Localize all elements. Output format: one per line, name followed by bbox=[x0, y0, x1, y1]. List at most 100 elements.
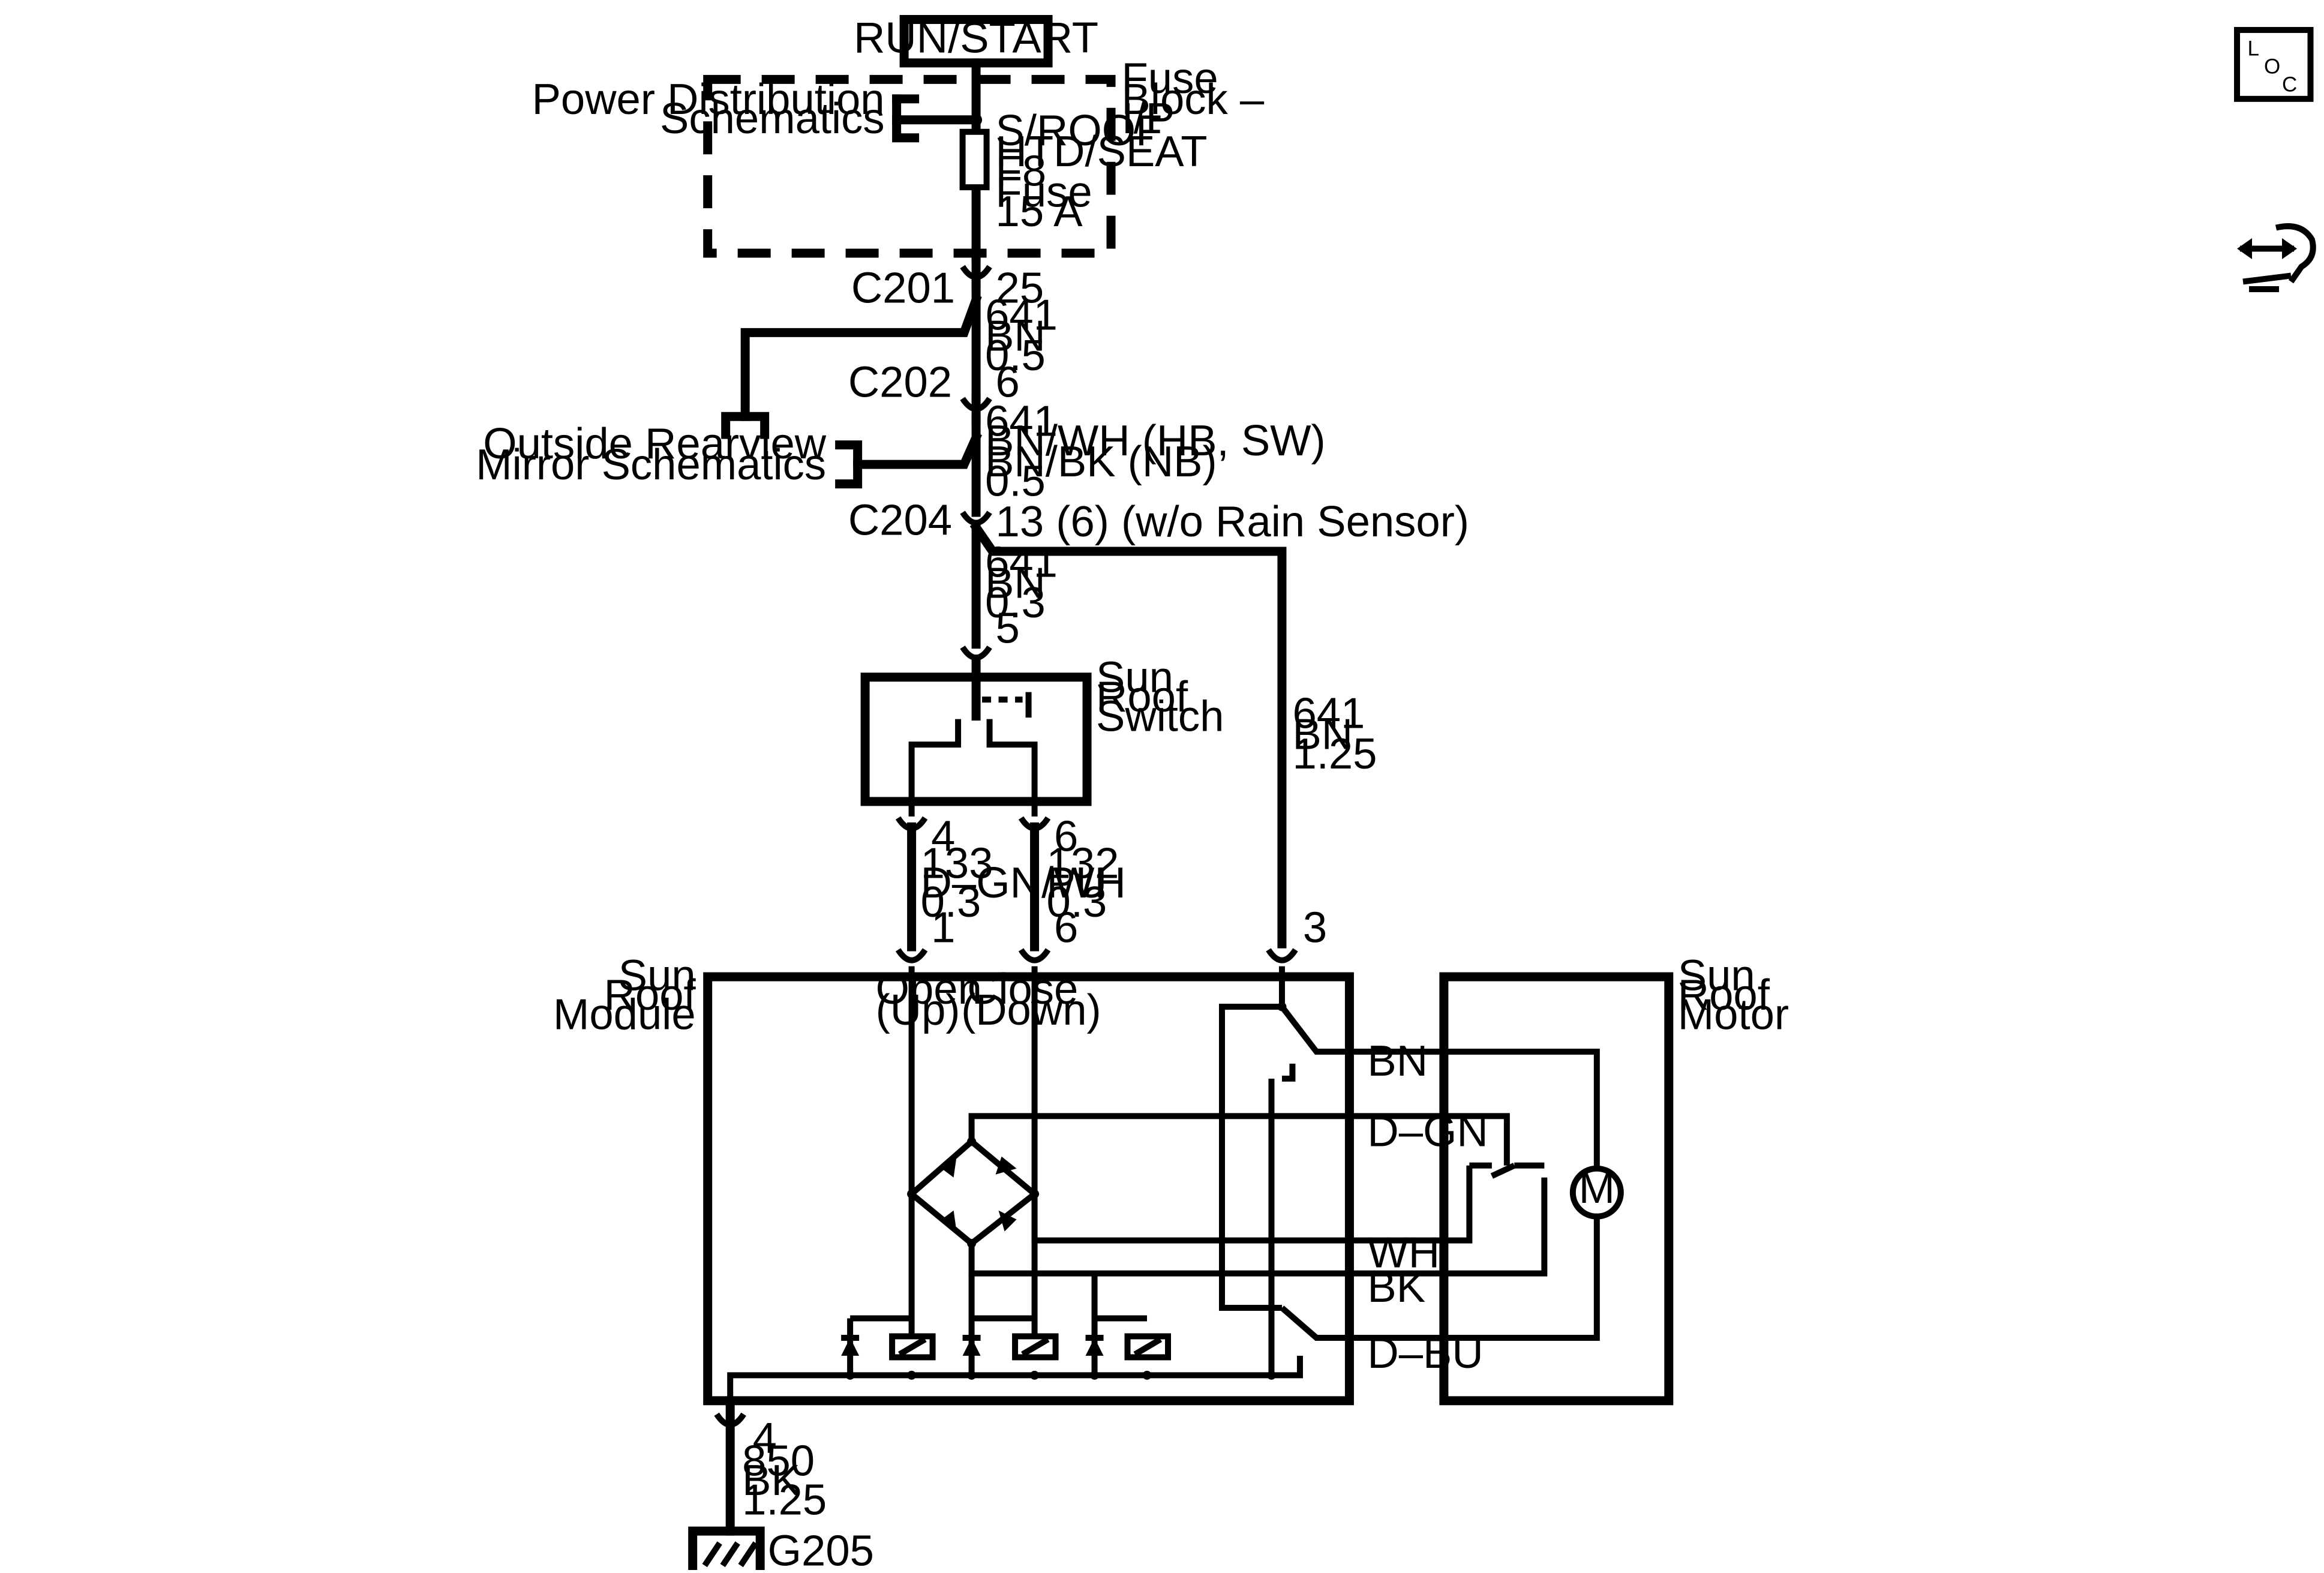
fuse-f8 bbox=[959, 128, 990, 191]
wire-w5-label: 133 D–GN/WH 0.3 bbox=[921, 839, 1126, 926]
relay-driver-1 bbox=[841, 1315, 936, 1376]
svg-text:BN: BN bbox=[985, 311, 1046, 360]
svg-text:133: 133 bbox=[921, 839, 993, 887]
connector-module-pin6: 6 bbox=[1018, 903, 1078, 963]
svg-text:15 A: 15 A bbox=[996, 187, 1083, 236]
svg-text:Roof: Roof bbox=[1096, 673, 1188, 721]
diode-bridge bbox=[906, 1113, 1548, 1277]
svg-text:Fuse: Fuse bbox=[1122, 54, 1218, 103]
svg-text:1.25: 1.25 bbox=[742, 1476, 827, 1524]
svg-text:Mirror Schematics: Mirror Schematics bbox=[476, 440, 826, 489]
svg-text:BN: BN bbox=[1292, 710, 1353, 759]
svg-text:C201: C201 bbox=[851, 263, 955, 312]
svg-text:L: L bbox=[2248, 37, 2259, 60]
svg-text:Sun: Sun bbox=[618, 951, 696, 1000]
svg-text:Switch: Switch bbox=[1096, 692, 1224, 741]
svg-text:6: 6 bbox=[1054, 812, 1078, 860]
power-source-box: RUN/START bbox=[854, 13, 1098, 68]
outside-mirror-ref[interactable]: Outside Rearview Mirror Schematics bbox=[476, 419, 827, 489]
wire-w1-label: 641 BN 0.5 bbox=[985, 290, 1058, 379]
svg-text:I/P: I/P bbox=[1122, 94, 1175, 143]
svg-text:BK: BK bbox=[742, 1456, 800, 1505]
wire-w3-label: 641 BN 0.3 bbox=[985, 538, 1058, 626]
connector-c202: C202 6 bbox=[848, 358, 1020, 424]
svg-text:D–GN/WH: D–GN/WH bbox=[921, 858, 1126, 907]
power-distribution-ref[interactable]: Power Distribution Schematics bbox=[532, 75, 885, 143]
sun-roof-module: Sun Roof Module Open (Up) Close (Down) bbox=[553, 951, 1354, 1406]
svg-text:PU: PU bbox=[1047, 858, 1107, 907]
sun-roof-switch: Sun Roof Switch bbox=[860, 653, 1224, 816]
relay-driver-2 bbox=[962, 1273, 1059, 1376]
svg-text:Sun: Sun bbox=[1678, 951, 1755, 1000]
sun-roof-motor: Sun Roof Motor M bbox=[1439, 951, 1789, 1406]
svg-text:1: 1 bbox=[931, 903, 955, 952]
svg-text:Roof: Roof bbox=[604, 971, 696, 1019]
svg-text:641: 641 bbox=[985, 397, 1058, 446]
svg-text:0.3: 0.3 bbox=[921, 878, 981, 926]
svg-text:850: 850 bbox=[742, 1437, 815, 1485]
svg-text:D–BU: D–BU bbox=[1367, 1329, 1483, 1377]
connector-c204: C204 13 (6) (w/o Rain Sensor) bbox=[848, 496, 1469, 546]
wire-w4-label: 641 BN 1.25 bbox=[1292, 689, 1377, 778]
svg-text:Outside Rearview: Outside Rearview bbox=[483, 419, 827, 468]
svg-text:G205: G205 bbox=[768, 1527, 874, 1573]
svg-text:(Down): (Down) bbox=[961, 986, 1101, 1034]
svg-text:0.5: 0.5 bbox=[985, 457, 1046, 506]
svg-text:25: 25 bbox=[996, 263, 1044, 312]
connector-module-pin1: 1 bbox=[895, 903, 955, 963]
wire-w6-label: 132 PU 0.3 bbox=[1047, 839, 1119, 926]
svg-text:5: 5 bbox=[996, 604, 1020, 652]
svg-text:Fuse: Fuse bbox=[996, 168, 1092, 217]
svg-text:4: 4 bbox=[753, 1414, 777, 1463]
svg-text:Motor: Motor bbox=[1678, 990, 1789, 1039]
svg-text:Sun: Sun bbox=[1096, 653, 1173, 702]
svg-text:13 (6) (w/o Rain Sensor): 13 (6) (w/o Rain Sensor) bbox=[996, 497, 1469, 546]
loc-icon[interactable]: L O C bbox=[2234, 26, 2314, 102]
svg-text:BN/BK (NB): BN/BK (NB) bbox=[985, 437, 1217, 486]
svg-text:BK: BK bbox=[1367, 1263, 1425, 1311]
fuse-block: Fuse Block – I/P S/ROOF HTD/SEAT F8 Fuse… bbox=[703, 54, 1265, 258]
svg-text:Roof: Roof bbox=[1678, 971, 1770, 1019]
svg-text:3: 3 bbox=[1303, 903, 1327, 952]
svg-text:O: O bbox=[2264, 55, 2280, 78]
svg-text:0.3: 0.3 bbox=[1047, 878, 1107, 926]
svg-text:Power Distribution: Power Distribution bbox=[532, 75, 885, 124]
wire-w7-label: 850 BK 1.25 bbox=[742, 1437, 827, 1524]
svg-text:BN: BN bbox=[1367, 1037, 1428, 1085]
svg-text:1.25: 1.25 bbox=[1292, 730, 1377, 778]
svg-text:M: M bbox=[1579, 1164, 1615, 1212]
svg-text:132: 132 bbox=[1047, 839, 1119, 887]
relay-driver-3 bbox=[1085, 1273, 1171, 1376]
svg-text:WH: WH bbox=[1367, 1229, 1440, 1277]
motor-icon bbox=[1569, 1165, 1624, 1220]
svg-text:D–GN: D–GN bbox=[1367, 1107, 1488, 1155]
svg-text:C202: C202 bbox=[848, 358, 952, 407]
internal-wire-labels: BN D–GN WH BK D–BU bbox=[1367, 1037, 1488, 1377]
svg-text:6: 6 bbox=[996, 358, 1020, 407]
wire-w2-label: 641 BN/WH (HB, SW) BN/BK (NB) 0.5 bbox=[985, 397, 1326, 506]
svg-text:Open: Open bbox=[876, 965, 982, 1013]
svg-text:4: 4 bbox=[931, 812, 955, 860]
svg-text:0.3: 0.3 bbox=[985, 578, 1046, 627]
svg-text:BN: BN bbox=[985, 559, 1046, 607]
svg-text:C204: C204 bbox=[848, 496, 952, 545]
svg-text:S/ROOF: S/ROOF bbox=[996, 106, 1163, 155]
connector-module-pin3: 3 bbox=[1266, 903, 1327, 963]
svg-text:6: 6 bbox=[1054, 903, 1078, 952]
power-source-label: RUN/START bbox=[854, 13, 1098, 62]
ground-g205: G205 bbox=[688, 1527, 874, 1573]
svg-text:C: C bbox=[2282, 73, 2297, 96]
svg-text:(Up): (Up) bbox=[876, 986, 960, 1034]
svg-text:Module: Module bbox=[553, 990, 696, 1039]
connector-c201: C201 25 bbox=[851, 253, 1044, 312]
svg-text:641: 641 bbox=[985, 538, 1058, 586]
navigation-arrows-icon[interactable] bbox=[2237, 223, 2316, 292]
svg-text:F8: F8 bbox=[996, 147, 1047, 196]
svg-text:Schematics: Schematics bbox=[660, 94, 885, 143]
svg-text:HTD/SEAT: HTD/SEAT bbox=[996, 127, 1208, 176]
svg-text:641: 641 bbox=[1292, 689, 1365, 738]
svg-text:641: 641 bbox=[985, 290, 1058, 339]
svg-text:BN/WH (HB, SW): BN/WH (HB, SW) bbox=[985, 416, 1326, 465]
svg-text:0.5: 0.5 bbox=[985, 331, 1046, 380]
